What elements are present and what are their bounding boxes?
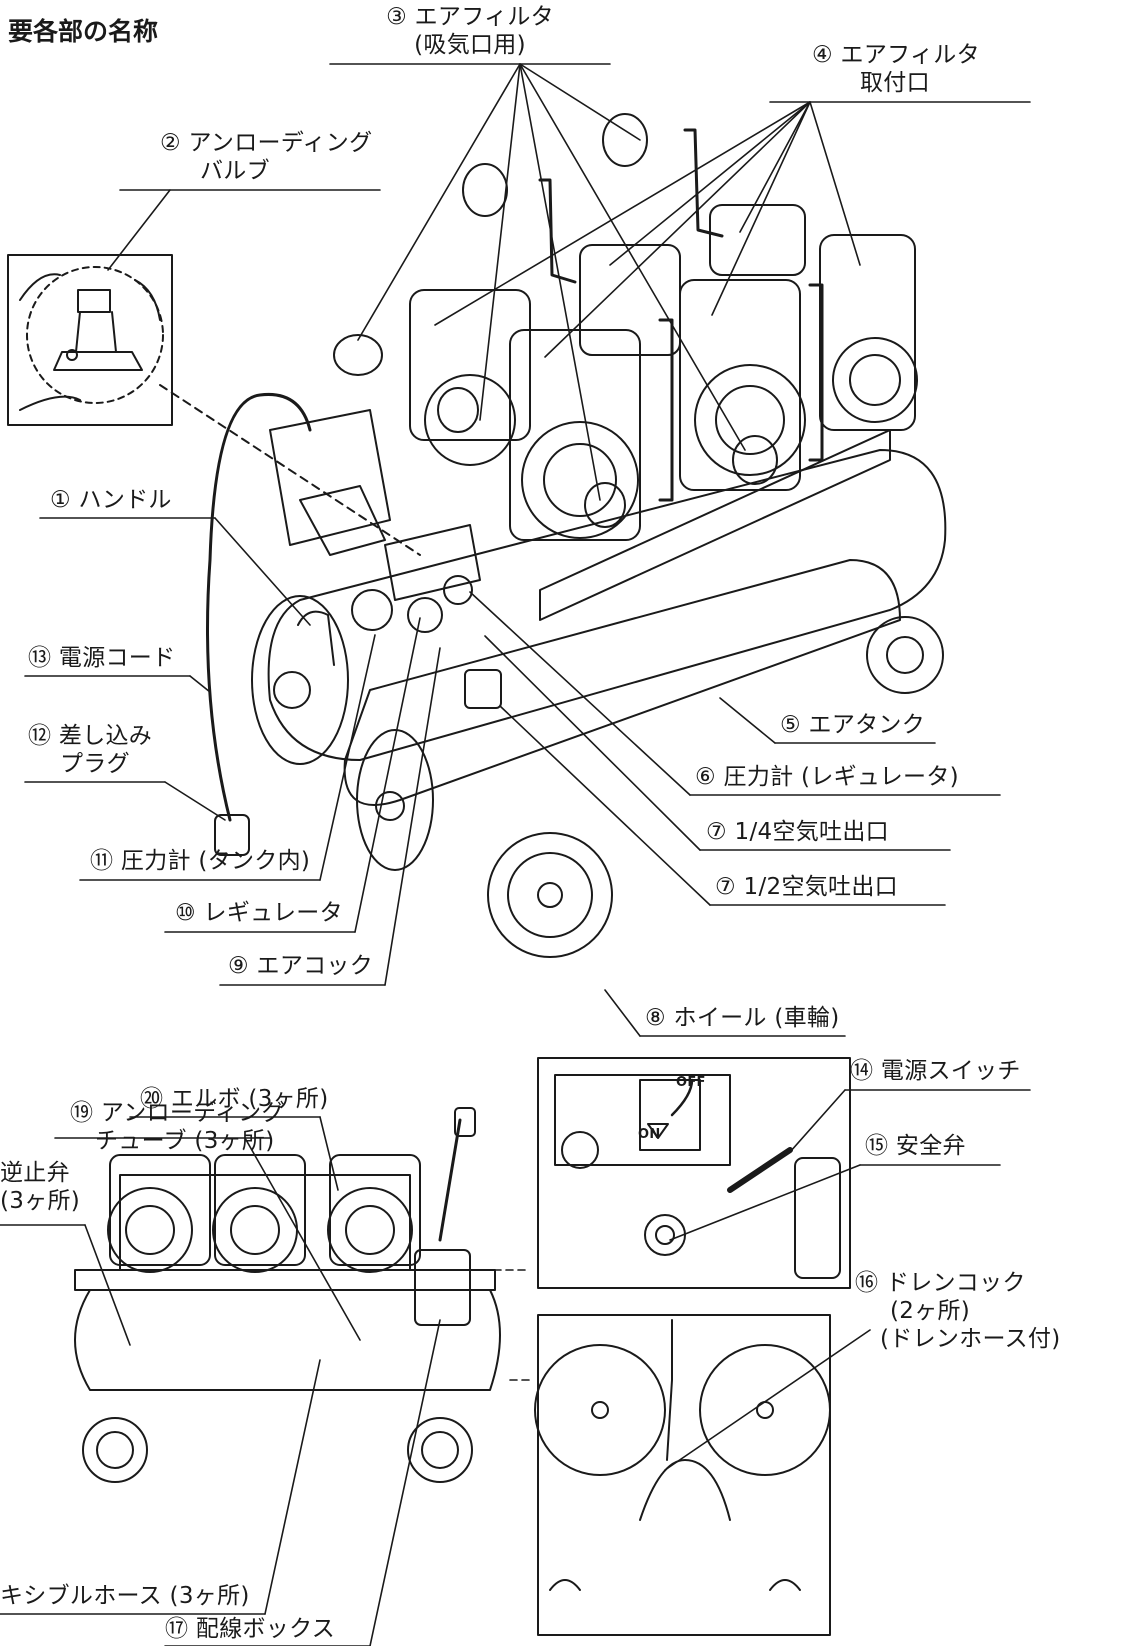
label-regulator: ⑩ レギュレータ xyxy=(175,900,343,926)
leader-lines-top xyxy=(24,63,1031,1037)
head-3 xyxy=(579,244,681,356)
head-4 xyxy=(679,279,806,491)
bottom-compressor xyxy=(74,1107,501,1483)
head-6 xyxy=(819,234,918,431)
label-air-filter-mount: ④ エアフィルタ xyxy=(812,42,980,68)
page-title: 要各部の名称 xyxy=(8,17,159,46)
label-air-filter: ③ エアフィルタ xyxy=(386,4,554,30)
unloading-valve-inset xyxy=(7,254,421,556)
label-unloading-valve: ② アンローディング xyxy=(160,130,373,156)
label-drain-cock-sub1: (2ヶ所) xyxy=(890,1298,971,1324)
label-air-filter-mount-sub: 取付口 xyxy=(860,70,930,96)
drain-panel xyxy=(534,1314,831,1636)
label-plug: ⑫ 差し込み xyxy=(28,723,153,749)
head-1 xyxy=(409,289,531,466)
label-safety-valve: ⑮ 安全弁 xyxy=(865,1133,966,1159)
label-elbow: ⑳ エルボ (3ヶ所) xyxy=(140,1086,329,1112)
label-gauge-tank: ⑪ 圧力計 (タンク内) xyxy=(90,848,311,874)
top-compressor xyxy=(206,113,947,958)
head-2 xyxy=(509,329,641,541)
leader-lines-bottom xyxy=(0,1089,1031,1646)
head-5 xyxy=(709,204,806,276)
switch-off-text: OFF xyxy=(676,1075,706,1090)
label-power-cord: ⑬ 電源コード xyxy=(28,645,176,671)
label-unloading-tube: ⑲ アンローディング xyxy=(70,1100,285,1126)
label-unloading-tube-sub: チューブ (3ヶ所) xyxy=(95,1128,275,1154)
switch-panel xyxy=(537,1057,851,1289)
label-outlet-quarter: ⑦ 1/4空気吐出口 xyxy=(706,819,889,845)
label-wiring-box: ⑰ 配線ボックス xyxy=(165,1616,336,1642)
label-check-valve-sub: (3ヶ所) xyxy=(0,1188,81,1214)
label-air-filter-sub: (吸気口用) xyxy=(414,32,526,58)
label-outlet-half: ⑦ 1/2空気吐出口 xyxy=(715,874,898,900)
label-gauge-regulator: ⑥ 圧力計 (レギュレータ) xyxy=(695,764,959,790)
label-flexible-hose: キシブルホース (3ヶ所) xyxy=(0,1583,250,1609)
label-plug-sub: プラグ xyxy=(60,751,130,777)
label-power-switch: ⑭ 電源スイッチ xyxy=(850,1058,1021,1084)
label-air-cock: ⑨ エアコック xyxy=(228,953,374,979)
label-unloading-valve-sub: バルブ xyxy=(200,158,270,184)
label-drain-cock: ⑯ ドレンコック xyxy=(855,1270,1026,1296)
label-air-tank: ⑤ エアタンク xyxy=(780,712,926,738)
label-drain-cock-sub2: (ドレンホース付) xyxy=(880,1326,1061,1352)
switch-on-text: ON xyxy=(638,1127,661,1142)
label-check-valve: 逆止弁 xyxy=(0,1160,70,1186)
label-wheel: ⑧ ホイール (車輪) xyxy=(645,1005,840,1031)
label-handle: ① ハンドル xyxy=(50,487,172,513)
